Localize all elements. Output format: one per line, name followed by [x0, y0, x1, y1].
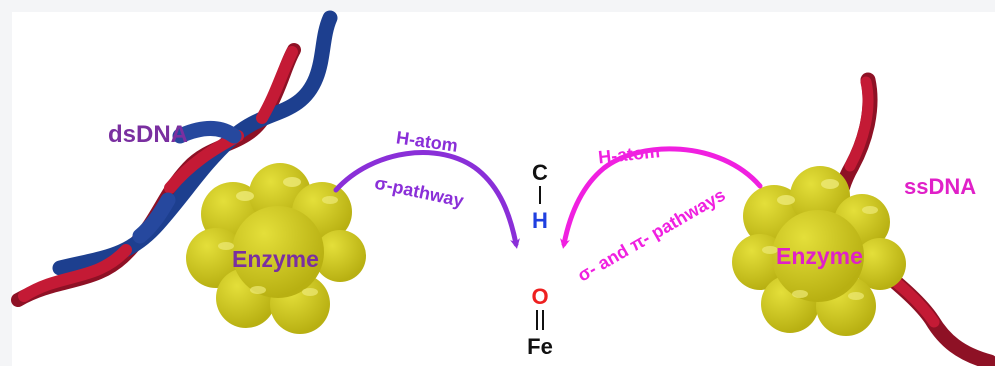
dsdna-helix	[11, 10, 338, 307]
sigma-pi-pathways-label: σ- and π- pathways	[574, 185, 729, 286]
hydrogen-atom: H	[532, 208, 548, 233]
oxygen-atom: O	[531, 284, 548, 309]
left-sigma-arrow	[333, 150, 520, 249]
enzyme-left-label: Enzyme	[232, 246, 319, 272]
ssdna-label: ssDNA	[904, 174, 976, 199]
right-sigma-pi-arrow	[560, 146, 763, 249]
enzyme-right-blob	[732, 166, 906, 336]
h-atom-right-label: H-atom	[597, 141, 661, 167]
enzyme-left-blob	[186, 163, 366, 334]
enzyme-right-label: Enzyme	[776, 243, 863, 269]
iron-atom: Fe	[527, 334, 553, 359]
carbon-atom: C	[532, 160, 548, 185]
sigma-pathway-label: σ-pathway	[373, 173, 466, 211]
dsdna-label: dsDNA	[108, 121, 188, 148]
